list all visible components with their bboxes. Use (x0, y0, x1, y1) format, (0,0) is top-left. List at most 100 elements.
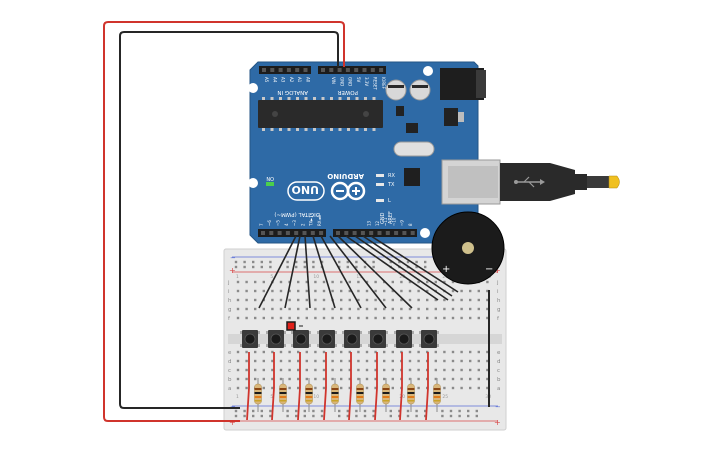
chip-pin (347, 97, 350, 100)
resistor[interactable] (356, 378, 364, 412)
red-jumper-wire[interactable] (246, 352, 250, 421)
breadboard-hole (469, 316, 472, 320)
breadboard-hole (391, 368, 394, 372)
header-pin (410, 231, 415, 235)
resistor-band (331, 396, 339, 398)
resistor-band (407, 392, 415, 394)
resistor-band (433, 400, 441, 402)
digital-pin-label: ~5 (276, 220, 281, 226)
power-pin-label: GND (348, 77, 353, 86)
breadboard-hole (348, 386, 351, 390)
rail-hole (269, 414, 272, 418)
signal-wire[interactable] (370, 235, 459, 293)
breadboard-hole (486, 368, 489, 372)
analog-pin-label: A3 (281, 77, 286, 83)
breadboard-hole (314, 298, 317, 302)
ground-wire[interactable] (119, 31, 339, 409)
power-pin-label: GND (339, 77, 344, 86)
resistor[interactable] (254, 378, 262, 412)
breadboard-hole (254, 280, 257, 284)
breadboard-hole (245, 359, 248, 363)
pushbutton[interactable] (419, 330, 439, 348)
breadboard-hole (374, 298, 377, 302)
header-pin (277, 231, 282, 235)
breadboard-hole (262, 307, 265, 311)
rail-hole (312, 260, 315, 264)
red-jumper-wire[interactable] (297, 352, 301, 421)
header-pin (360, 231, 365, 235)
header-pin (286, 68, 291, 72)
resistor[interactable] (433, 378, 441, 412)
signal-wire[interactable] (337, 235, 413, 309)
signal-wire[interactable] (329, 235, 387, 309)
breadboard-hole (245, 307, 248, 311)
red-jumper-wire[interactable] (348, 352, 352, 421)
pushbutton-leg (309, 331, 311, 334)
pushbutton[interactable] (240, 330, 260, 348)
breadboard-hole (262, 368, 265, 372)
breadboard-hole (245, 289, 248, 293)
red-jumper-wire[interactable] (271, 352, 275, 421)
pushbutton[interactable] (368, 330, 388, 348)
breadboard-hole (469, 368, 472, 372)
red-jumper-wire[interactable] (425, 352, 429, 421)
resistor[interactable] (382, 378, 390, 412)
rail-hole (234, 409, 238, 413)
chip-pin (279, 128, 282, 131)
breadboard-hole (340, 350, 343, 354)
rail-hole (398, 260, 401, 264)
signal-wire[interactable] (258, 235, 297, 309)
breadboard-hole (297, 289, 300, 293)
power-wire-5v[interactable] (103, 21, 345, 422)
red-led[interactable] (286, 321, 296, 331)
signal-wire[interactable] (312, 235, 336, 309)
resistor[interactable] (305, 378, 313, 412)
digital-pin-label: ~9 (400, 220, 405, 226)
pushbutton[interactable] (342, 330, 362, 348)
breadboard-hole (297, 298, 300, 302)
breadboard-hole (245, 316, 248, 320)
rail-hole (406, 409, 410, 413)
rail-hole (458, 414, 461, 418)
red-jumper-wire[interactable] (399, 352, 403, 421)
pushbutton-leg (368, 331, 370, 334)
piezo-buzzer[interactable]: + − (431, 211, 505, 285)
resistor[interactable] (331, 378, 339, 412)
pushbutton[interactable] (317, 330, 337, 348)
signal-wire[interactable] (284, 235, 301, 309)
breadboard-hole (374, 359, 377, 363)
pushbutton-cap (270, 333, 282, 345)
signal-wire[interactable] (362, 235, 453, 297)
resistor-band (254, 388, 262, 390)
power-pin-label: 5V (356, 77, 361, 83)
rail-hole (338, 265, 341, 269)
pushbutton[interactable] (291, 330, 311, 348)
pushbutton[interactable] (266, 330, 286, 348)
breadboard-hole (408, 289, 412, 293)
signal-wire[interactable] (354, 235, 449, 301)
breadboard-hole (262, 316, 265, 320)
chip-pin (287, 97, 291, 100)
power-pin-label: VIN (331, 77, 336, 84)
pushbutton[interactable] (394, 330, 414, 348)
resistor[interactable] (407, 378, 415, 412)
red-jumper-wires (246, 352, 429, 421)
red-jumper-wire[interactable] (323, 352, 327, 421)
signal-wire[interactable] (304, 235, 311, 309)
signal-wire[interactable] (320, 235, 362, 309)
resistor[interactable] (279, 378, 287, 412)
rail-plus-bottom-left: + (229, 418, 236, 427)
breadboard-hole (426, 280, 429, 284)
breadboard-hole (417, 307, 420, 311)
breadboard-hole (331, 359, 334, 363)
digital-pin-label: 2 (300, 223, 305, 226)
digital-pin-label: ~6 (267, 220, 272, 226)
signal-wire[interactable] (345, 235, 439, 301)
breadboard-hole (236, 377, 240, 381)
breadboard-hole (348, 359, 351, 363)
header-pin (319, 231, 324, 235)
red-jumper-wire[interactable] (374, 352, 378, 421)
breadboard-hole (374, 368, 377, 372)
